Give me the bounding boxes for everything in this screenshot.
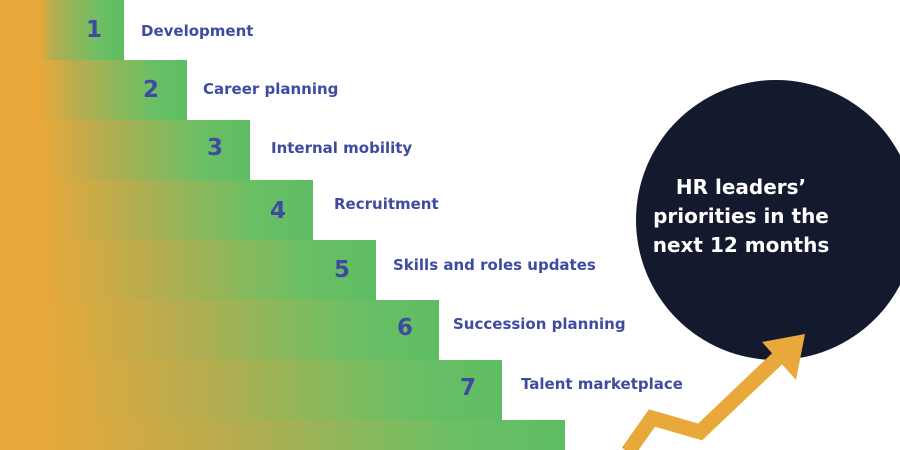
circle-title: HR leaders’ priorities in the next 12 mo… — [652, 174, 830, 257]
step-label-5: Skills and roles updates — [393, 256, 596, 274]
step-bar-2 — [0, 60, 187, 120]
priorities-circle: HR leaders’ priorities in the next 12 mo… — [636, 80, 900, 360]
step-label-1: Development — [141, 22, 254, 40]
step-bar-3 — [0, 120, 250, 180]
step-number-5: 5 — [334, 257, 351, 283]
step-number-2: 2 — [143, 77, 160, 103]
step-bar-5 — [0, 240, 376, 300]
step-label-2: Career planning — [203, 80, 339, 98]
step-bar-4 — [0, 180, 313, 240]
step-number-6: 6 — [397, 315, 414, 341]
arrow-shaft — [621, 350, 786, 450]
step-number-3: 3 — [207, 135, 224, 161]
step-label-6: Succession planning — [453, 315, 626, 333]
step-number-1: 1 — [86, 17, 103, 43]
arrow-head — [762, 334, 805, 380]
step-bar-base — [0, 420, 565, 450]
step-number-4: 4 — [270, 198, 287, 224]
step-bar-7 — [0, 360, 502, 420]
step-number-7: 7 — [460, 375, 477, 401]
step-bar-6 — [0, 300, 439, 360]
step-label-3: Internal mobility — [271, 139, 413, 157]
step-bar-1 — [0, 0, 124, 60]
step-label-4: Recruitment — [334, 195, 439, 213]
step-label-7: Talent marketplace — [521, 375, 683, 393]
